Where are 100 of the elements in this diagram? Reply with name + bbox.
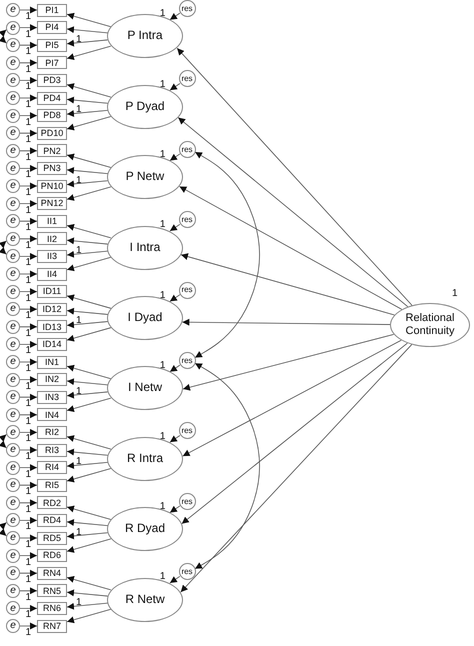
node-label: RI2 <box>44 427 59 438</box>
node-label: e <box>10 110 16 122</box>
node-label: IN4 <box>44 410 59 420</box>
residual-circle <box>178 563 196 580</box>
arrow <box>20 24 38 32</box>
arrow <box>66 589 108 596</box>
edge-label: 1 <box>76 457 82 468</box>
edge-label: 1 <box>26 382 32 392</box>
arrow <box>66 435 112 450</box>
edge-label: 1 <box>26 610 32 620</box>
node-label: e <box>10 550 16 562</box>
node-label: II3 <box>46 251 57 262</box>
node-label: RD5 <box>42 532 61 544</box>
node-label: PN10 <box>40 180 64 192</box>
latent-ellipse <box>107 14 183 58</box>
variance-label: 1 <box>452 289 458 299</box>
error-circle <box>6 619 20 633</box>
node-label: e <box>10 162 16 174</box>
arrow <box>20 252 38 260</box>
edge-label: 1 <box>26 100 32 110</box>
error-circle <box>6 548 20 563</box>
arrow <box>20 200 38 208</box>
node-label: e <box>10 585 16 597</box>
arrow <box>66 468 112 482</box>
arrow <box>20 288 38 296</box>
edge-label: 1 <box>26 152 32 163</box>
node-label: e <box>10 391 16 403</box>
indicator-box <box>37 214 67 228</box>
error-circle <box>6 267 20 281</box>
node-label: res <box>181 356 193 365</box>
edge-label: 1 <box>26 558 32 568</box>
node-label: e <box>10 462 16 474</box>
arrow <box>66 506 112 520</box>
error-circle <box>6 390 20 404</box>
node-label: R Dyad <box>124 522 165 536</box>
node-label: e <box>10 145 16 157</box>
arrow <box>20 76 38 84</box>
arrow <box>170 154 180 161</box>
node-label: ID13 <box>42 322 62 332</box>
error-circle <box>6 460 20 475</box>
node-label: RI4 <box>44 462 59 473</box>
error-circle <box>6 302 20 316</box>
edge-label: 1 <box>76 34 82 45</box>
node-label: e <box>10 92 16 104</box>
indicator-box <box>37 426 67 439</box>
error-circle <box>6 513 20 528</box>
arrow <box>66 256 112 272</box>
arrow <box>181 342 408 524</box>
arrow <box>20 130 38 137</box>
node-label: RN7 <box>42 620 61 632</box>
node-label: e <box>10 567 16 579</box>
indicator-box <box>37 478 67 492</box>
arrow <box>66 294 112 309</box>
node-label: e <box>10 426 16 438</box>
indicator-box <box>37 602 67 615</box>
arrow <box>20 182 38 190</box>
edge-label: 1 <box>160 150 166 160</box>
arrow <box>178 117 408 308</box>
error-circle <box>6 443 20 457</box>
edge-label: 1 <box>26 504 32 515</box>
indicator-box <box>37 162 67 175</box>
covariance-arrow <box>0 434 7 448</box>
indicator-box <box>37 338 67 351</box>
arrow <box>20 270 38 278</box>
arrow <box>20 534 38 542</box>
covariance-arrow <box>194 152 260 358</box>
indicator-box <box>37 21 67 34</box>
indicator-box <box>37 390 67 404</box>
error-circle <box>6 214 20 228</box>
node-label: e <box>10 479 16 491</box>
node-label: res <box>181 567 193 576</box>
indicator-box <box>37 250 67 263</box>
arrow <box>20 323 38 330</box>
edge-label: 1 <box>26 311 32 322</box>
latent-ellipse <box>107 226 183 270</box>
arrow <box>20 42 38 49</box>
residual-circle <box>178 140 196 158</box>
arrow <box>66 110 108 117</box>
edge-label: 1 <box>26 575 32 586</box>
arrow <box>66 180 108 188</box>
node-label: e <box>10 338 16 350</box>
arrow <box>20 147 38 154</box>
indicator-box <box>37 461 67 474</box>
latent-ellipse <box>107 366 183 410</box>
arrow <box>66 40 108 47</box>
node-label: R Intra <box>126 452 163 466</box>
node-label: e <box>10 356 16 368</box>
edge-label: 1 <box>26 434 32 444</box>
arrow <box>170 294 180 302</box>
edge-label: 1 <box>26 258 32 268</box>
arrow <box>66 608 112 624</box>
arrow <box>182 318 390 326</box>
edge-label: 1 <box>26 470 32 480</box>
arrow <box>66 96 108 104</box>
arrow <box>20 604 38 612</box>
indicator-box <box>37 4 67 16</box>
arrow <box>66 167 108 174</box>
node-label: IN3 <box>44 392 59 402</box>
node-label: e <box>10 321 16 333</box>
indicator-box <box>37 496 67 510</box>
